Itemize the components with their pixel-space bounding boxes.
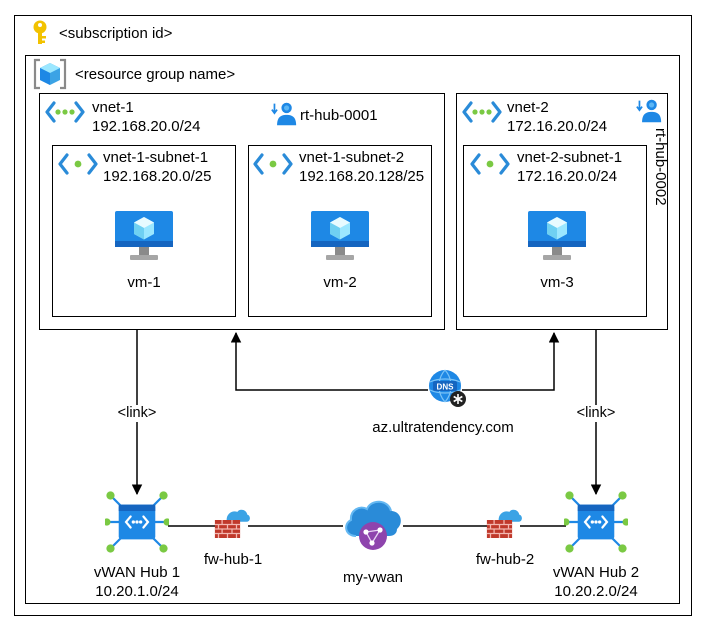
subnet-cidr: 192.168.20.0/25 [103,168,212,185]
virtual-machine-icon [527,210,587,264]
vnet-2-name: vnet-2 [507,99,549,116]
firewall-icon [214,509,250,540]
resource-group-box [25,55,680,604]
subnet-name: vnet-1-subnet-2 [299,149,405,166]
vnet-icon [462,100,502,124]
subnet-icon [470,152,510,176]
hub-1-cidr: 10.20.1.0/24 [95,583,179,600]
vm-label: vm-2 [323,274,357,291]
resource-group-cube-icon [33,58,67,90]
subnet-name: vnet-1-subnet-1 [103,149,209,166]
subnet-name: vnet-2-subnet-1 [517,149,623,166]
dns-link-line-right [462,331,560,391]
vm-label: vm-1 [127,274,161,291]
route-table-1-label: rt-hub-0001 [300,107,378,124]
vnet-1-subnet-1-box [52,145,236,317]
vnet-1-subnet-2-box [248,145,432,317]
hub-1-name: vWAN Hub 1 [93,564,181,581]
firewall-icon [486,509,522,540]
virtual-machine-icon [114,210,174,264]
resource-group-label: <resource group name> [75,66,236,83]
virtual-machine-icon [310,210,370,264]
subnet-cidr: 172.16.20.0/24 [517,168,618,185]
hub-2-name: vWAN Hub 2 [552,564,640,581]
dns-zone-icon: DNS [429,369,466,407]
subnet-icon [253,152,293,176]
vnet-2-cidr: 172.16.20.0/24 [507,118,608,135]
dns-link-line-left [230,331,428,391]
vwan-hub-icon [105,490,169,554]
vnet-2-box [456,93,668,330]
link-label-right: <link> [575,405,617,422]
virtual-wan-cloud-icon [345,500,401,550]
fw-hub-1-label: fw-hub-1 [203,551,263,568]
vnet-2-subnet-1-box [463,145,647,317]
vwan-hub-icon [564,490,628,554]
subnet-icon [58,152,98,176]
route-table-icon [271,101,297,127]
subnet-cidr: 192.168.20.128/25 [299,168,425,185]
fw-hub-2-label: fw-hub-2 [475,551,535,568]
svg-text:DNS: DNS [437,383,455,392]
hub-2-cidr: 10.20.2.0/24 [554,583,638,600]
vnet-icon [45,100,85,124]
subscription-label: <subscription id> [59,25,173,42]
vnet-1-name: vnet-1 [92,99,134,116]
vnet-1-cidr: 192.168.20.0/24 [92,118,201,135]
route-table-2-label: rt-hub-0002 [652,128,669,206]
key-icon [33,20,47,44]
route-table-icon [636,98,662,124]
vwan-label: my-vwan [342,569,404,586]
subscription-box [14,15,692,616]
dns-label: az.ultratendency.com [372,419,514,436]
vnet-1-box [39,93,445,330]
link-label-left: <link> [116,405,158,422]
vm-label: vm-3 [540,274,574,291]
